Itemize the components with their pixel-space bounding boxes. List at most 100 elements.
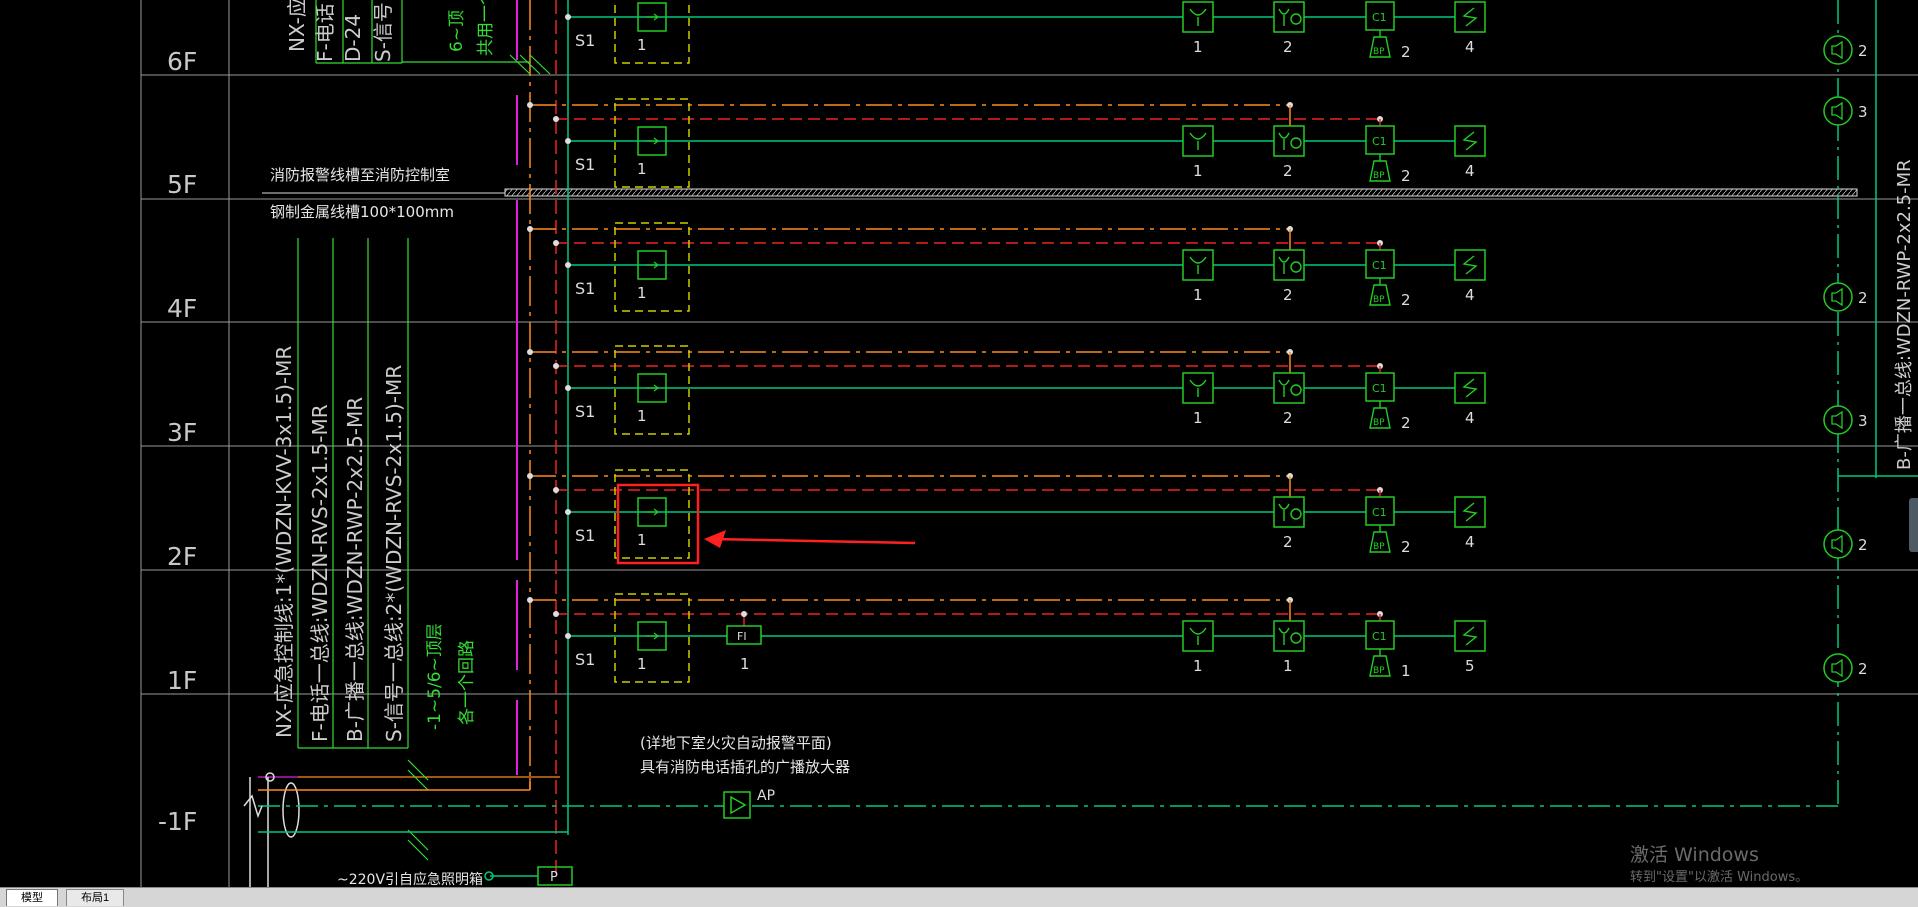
junction-dot xyxy=(527,597,533,603)
module-count: 1 xyxy=(637,160,647,178)
count-hydrant-button: 1 xyxy=(1283,657,1293,675)
floor-channel-label: S1 xyxy=(575,155,595,174)
bell-icon xyxy=(1369,655,1391,677)
legend-nx: NX-应急控制线:1*(WDZN-KVV-3x1.5)-MR xyxy=(272,346,296,738)
junction-dot xyxy=(527,226,533,232)
legend-f: F-电话一总线:WDZN-RVS-2x1.5-MR xyxy=(308,404,332,742)
top-fragment-s: S-信号 xyxy=(371,2,395,62)
legend-loop: 各一个回路 xyxy=(457,640,477,725)
module-icon xyxy=(637,126,667,156)
floor-channel-label: S1 xyxy=(575,402,595,421)
top-fragment-d: D-24 xyxy=(341,14,365,62)
module-box-dashed xyxy=(614,222,690,312)
module-count: 1 xyxy=(637,284,647,302)
hydrant-button-icon xyxy=(1273,125,1305,157)
hydrant-button-icon xyxy=(1273,372,1305,404)
bell-icon xyxy=(1369,531,1391,553)
smoke-detector-icon xyxy=(1454,1,1486,33)
module-box-dashed xyxy=(614,593,690,683)
legend-s: S-信号一总线:2*(WDZN-RVS-2x1.5)-MR xyxy=(382,365,406,742)
count-bell: 2 xyxy=(1401,538,1411,556)
speaker-icon: 3 xyxy=(1823,405,1868,435)
floor-label-1f: 1F xyxy=(167,666,197,695)
bp-label: BP xyxy=(1373,666,1385,676)
bp-label: BP xyxy=(1373,47,1385,57)
junction-dot xyxy=(565,509,571,515)
tray-label-2: 钢制金属线槽100*100mm xyxy=(270,203,454,221)
c1-label: C1 xyxy=(1372,382,1387,395)
hydrant-button-icon xyxy=(1273,249,1305,281)
count-hydrant-button: 2 xyxy=(1283,162,1293,180)
floor-label-5f: 5F xyxy=(167,170,197,199)
c1-module-icon xyxy=(1365,249,1395,279)
module-icon xyxy=(637,2,667,32)
c1-label: C1 xyxy=(1372,11,1387,24)
speaker-icon: 2 xyxy=(1823,282,1868,312)
floor-label-3f: 3F xyxy=(167,418,197,447)
speaker-count: 3 xyxy=(1858,412,1868,430)
layout-tab-bar: 模型 布局1 xyxy=(0,887,1918,907)
count-bell: 2 xyxy=(1401,43,1411,61)
junction-dot xyxy=(565,633,571,639)
floor-label-4f: 4F xyxy=(167,294,197,323)
junction-dot xyxy=(553,240,559,246)
cable-legend-texts: NX-应急控制线:1*(WDZN-KVV-3x1.5)-MR F-电话一总线:W… xyxy=(272,346,477,742)
floor-label-b1: -1F xyxy=(158,807,197,836)
junction-dot xyxy=(527,349,533,355)
top-cable-bracket xyxy=(315,0,551,75)
count-detector: 4 xyxy=(1465,38,1475,56)
p-label: P xyxy=(550,870,558,885)
cable-legend-bracket xyxy=(258,238,560,861)
count-detector: 5 xyxy=(1465,657,1475,675)
junction-dot xyxy=(527,473,533,479)
tab-layout1[interactable]: 布局1 xyxy=(66,889,125,906)
floor-labels: 6F 5F 4F 3F 2F 1F -1F xyxy=(158,47,197,836)
activation-watermark-subtitle: 转到"设置"以激活 Windows。 xyxy=(1630,870,1809,885)
amplifier-ap: AP xyxy=(723,788,775,819)
speaker-icon: 2 xyxy=(1823,529,1868,559)
module-icon xyxy=(637,250,667,280)
count-detector: 4 xyxy=(1465,533,1475,551)
bell-icon xyxy=(1369,407,1391,429)
fi-box xyxy=(726,625,762,645)
power-box-p: P xyxy=(537,866,573,886)
count-detector: 4 xyxy=(1465,286,1475,304)
module-box-dashed xyxy=(614,98,690,188)
hydrant-button-icon xyxy=(1273,620,1305,652)
c1-label: C1 xyxy=(1372,630,1387,643)
tray-label-1: 消防报警线槽至消防控制室 xyxy=(270,166,450,184)
junction-dot xyxy=(741,611,747,617)
bp-label: BP xyxy=(1373,542,1385,552)
count-manual-alarm: 1 xyxy=(1193,162,1203,180)
junction-dot xyxy=(553,611,559,617)
junction-dot xyxy=(553,116,559,122)
basement-wiring xyxy=(243,772,1838,887)
count-manual-alarm: 1 xyxy=(1193,657,1203,675)
tab-model[interactable]: 模型 xyxy=(6,889,58,906)
top-fragment-nx: NX-应急 xyxy=(285,0,309,52)
basement-note-2: 具有消防电话插孔的广播放大器 xyxy=(640,758,850,776)
bell-icon xyxy=(1369,36,1391,58)
count-detector: 4 xyxy=(1465,162,1475,180)
scrollbar-handle[interactable] xyxy=(1909,498,1918,552)
cable-tray xyxy=(262,188,1858,197)
count-manual-alarm: 1 xyxy=(1193,286,1203,304)
module-icon xyxy=(637,621,667,651)
count-hydrant-button: 2 xyxy=(1283,286,1293,304)
count-detector: 4 xyxy=(1465,409,1475,427)
bp-label: BP xyxy=(1373,171,1385,181)
floor-label-2f: 2F xyxy=(167,542,197,571)
power-note: ~220V引自应急照明箱 xyxy=(337,871,483,887)
count-hydrant-button: 2 xyxy=(1283,38,1293,56)
bp-label: BP xyxy=(1373,418,1385,428)
speaker-icon: 3 xyxy=(1823,96,1868,126)
top-fragment-range: 6~顶 xyxy=(447,10,467,52)
legend-b: B-广播一总线:WDZN-RWP-2x2.5-MR xyxy=(343,397,367,742)
count-hydrant-button: 2 xyxy=(1283,409,1293,427)
